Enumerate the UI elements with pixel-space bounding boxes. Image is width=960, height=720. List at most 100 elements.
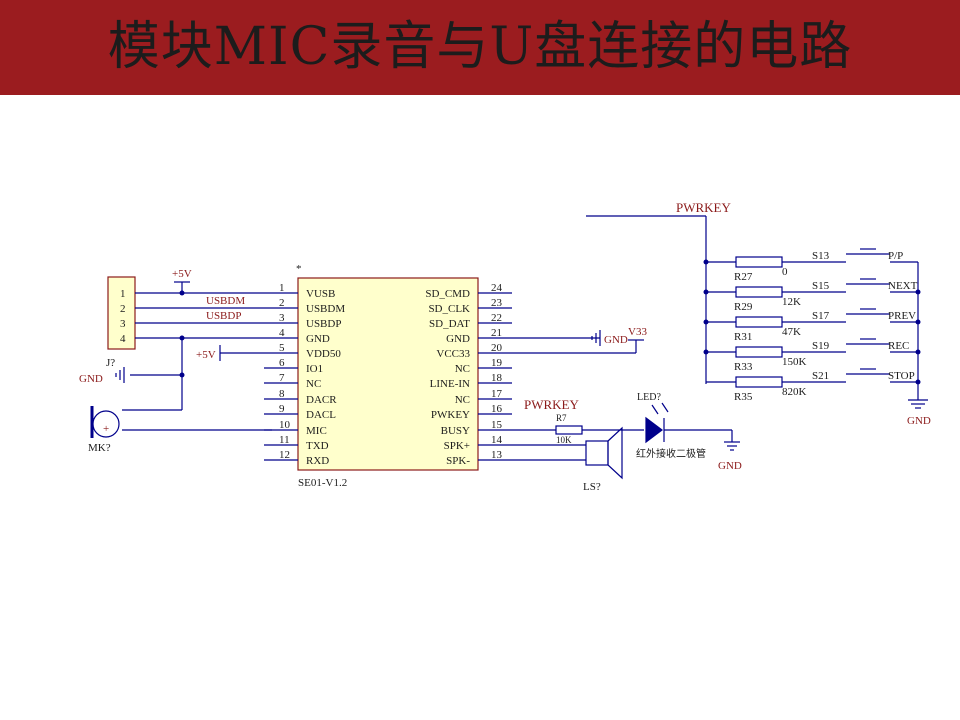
chip-left-pin-label: VUSB <box>306 288 335 300</box>
chip-right-pin-num: 22 <box>491 312 502 324</box>
net-gnd-left: GND <box>79 373 103 385</box>
chip-left-pin-num: 12 <box>279 449 290 461</box>
net-usbdp: USBDP <box>206 310 241 322</box>
usb-connector <box>107 276 136 350</box>
chip-name: SE01-V1.2 <box>298 477 347 489</box>
chip-right-pin-label: SD_CMD <box>425 288 470 300</box>
key-function-label: REC <box>888 340 909 352</box>
chip-left-pin-label: VDD50 <box>306 348 341 360</box>
chip-right-pin-label: LINE-IN <box>430 378 470 390</box>
net-pwrkey-top: PWRKEY <box>676 200 732 215</box>
chip-right-pin-label: SD_CLK <box>428 303 470 315</box>
connector-pin-1: 1 <box>120 288 126 300</box>
net-5v-top: +5V <box>172 268 192 280</box>
key-switch-ref: S13 <box>812 250 830 262</box>
chip-left-pin-num: 7 <box>279 372 285 384</box>
chip-right-pin-num: 21 <box>491 327 502 339</box>
chip-right-pin-label: BUSY <box>441 425 470 437</box>
key-resistor-ref: R33 <box>734 361 753 373</box>
chip-right-pin-num: 16 <box>491 403 503 415</box>
key-resistor-value: 820K <box>782 386 807 398</box>
chip-left-pin-label: USBDP <box>306 318 341 330</box>
chip-left-pin-num: 4 <box>279 327 285 339</box>
connector-pin-3: 3 <box>120 318 126 330</box>
chip-left-pin-num: 8 <box>279 388 285 400</box>
speaker-symbol <box>585 440 609 466</box>
net-pwrkey-mid: PWRKEY <box>524 397 580 412</box>
chip-left-pin-num: 3 <box>279 312 285 324</box>
key-resistor-ref: R29 <box>734 301 753 313</box>
chip-right-pin-num: 18 <box>491 372 503 384</box>
chip-right-pin-num: 14 <box>491 434 503 446</box>
key-function-label: PREV <box>888 310 916 322</box>
chip-right-pin-num: 20 <box>491 342 503 354</box>
chip-left-pin-num: 1 <box>279 282 285 294</box>
key-function-label: P/P <box>888 250 903 262</box>
key-resistor-ref: R35 <box>734 391 753 403</box>
connector-pin-4: 4 <box>120 333 126 345</box>
connector-pin-2: 2 <box>120 303 126 315</box>
chip-right-pin-label: NC <box>455 394 470 406</box>
net-5v-mid: +5V <box>196 349 216 361</box>
mic-plus: + <box>103 423 109 435</box>
led-caption: 红外接收二极管 <box>636 447 706 460</box>
chip-left-pin-label: DACL <box>306 409 336 421</box>
speaker-ref: LS? <box>583 481 601 493</box>
key-resistor-value: 150K <box>782 356 807 368</box>
chip-right-pin-label: SD_DAT <box>429 318 470 330</box>
chip-left-pin-num: 2 <box>279 297 285 309</box>
chip-right-pin-num: 23 <box>491 297 503 309</box>
chip-right-pin-num: 15 <box>491 419 503 431</box>
key-function-label: STOP <box>888 370 915 382</box>
led-diode-symbol <box>645 416 663 444</box>
mic-ref: MK? <box>88 442 111 454</box>
chip-left-pin-label: NC <box>306 378 321 390</box>
key-switch-ref: S19 <box>812 340 830 352</box>
chip-right-pin-label: PWKEY <box>431 409 470 421</box>
chip-right-pin-label: GND <box>446 333 470 345</box>
r7-resistor <box>555 425 583 435</box>
chip-body <box>297 277 479 471</box>
key-switch-ref: S21 <box>812 370 829 382</box>
net-gnd-chip: GND <box>604 334 628 346</box>
chip-left-pin-label: IO1 <box>306 363 323 375</box>
r7-value: 10K <box>556 435 572 445</box>
title-bar: 模块MIC录音与U盘连接的电路 <box>0 0 960 95</box>
chip-left-pin-label: USBDM <box>306 303 345 315</box>
circuit-schematic: * SE01-V1.2 1 2 3 4 J? +5V +5V USBDM USB… <box>79 200 931 493</box>
net-v33: V33 <box>628 326 647 338</box>
chip-right-pin-label: NC <box>455 363 470 375</box>
key-resistor-value: 12K <box>782 296 801 308</box>
chip-left-pin-label: DACR <box>306 394 337 406</box>
chip-right-pin-label: SPK- <box>446 455 470 467</box>
chip-left-pin-num: 5 <box>279 342 285 354</box>
chip-right-pin-label: SPK+ <box>444 440 470 452</box>
chip-left-pin-label: MIC <box>306 425 327 437</box>
r7-ref: R7 <box>556 413 567 423</box>
net-gnd-keys: GND <box>907 415 931 427</box>
chip-left-pin-num: 6 <box>279 357 285 369</box>
chip-right-pin-num: 13 <box>491 449 503 461</box>
chip-left-pin-label: GND <box>306 333 330 345</box>
key-resistor-ref: R31 <box>734 331 752 343</box>
chip-marker: * <box>296 263 302 275</box>
key-switch-ref: S15 <box>812 280 830 292</box>
led-ref: LED? <box>637 392 661 403</box>
chip-left-pin-num: 9 <box>279 403 285 415</box>
connector-ref: J? <box>106 357 115 369</box>
chip-right-pin-num: 24 <box>491 282 503 294</box>
key-resistor-value: 47K <box>782 326 801 338</box>
chip-left-pin-label: RXD <box>306 455 329 467</box>
chip-right-pin-num: 17 <box>491 388 503 400</box>
key-switch-ref: S17 <box>812 310 830 322</box>
net-usbdm: USBDM <box>206 295 245 307</box>
chip-left-pin-num: 11 <box>279 434 290 446</box>
chip-left-pin-num: 10 <box>279 419 291 431</box>
page-title: 模块MIC录音与U盘连接的电路 <box>107 17 853 77</box>
net-gnd-led: GND <box>718 460 742 472</box>
chip-left-pin-label: TXD <box>306 440 329 452</box>
key-resistor-value: 0 <box>782 266 788 278</box>
key-resistor-ref: R27 <box>734 271 753 283</box>
key-function-label: NEXT <box>888 280 918 292</box>
chip-right-pin-label: VCC33 <box>436 348 470 360</box>
